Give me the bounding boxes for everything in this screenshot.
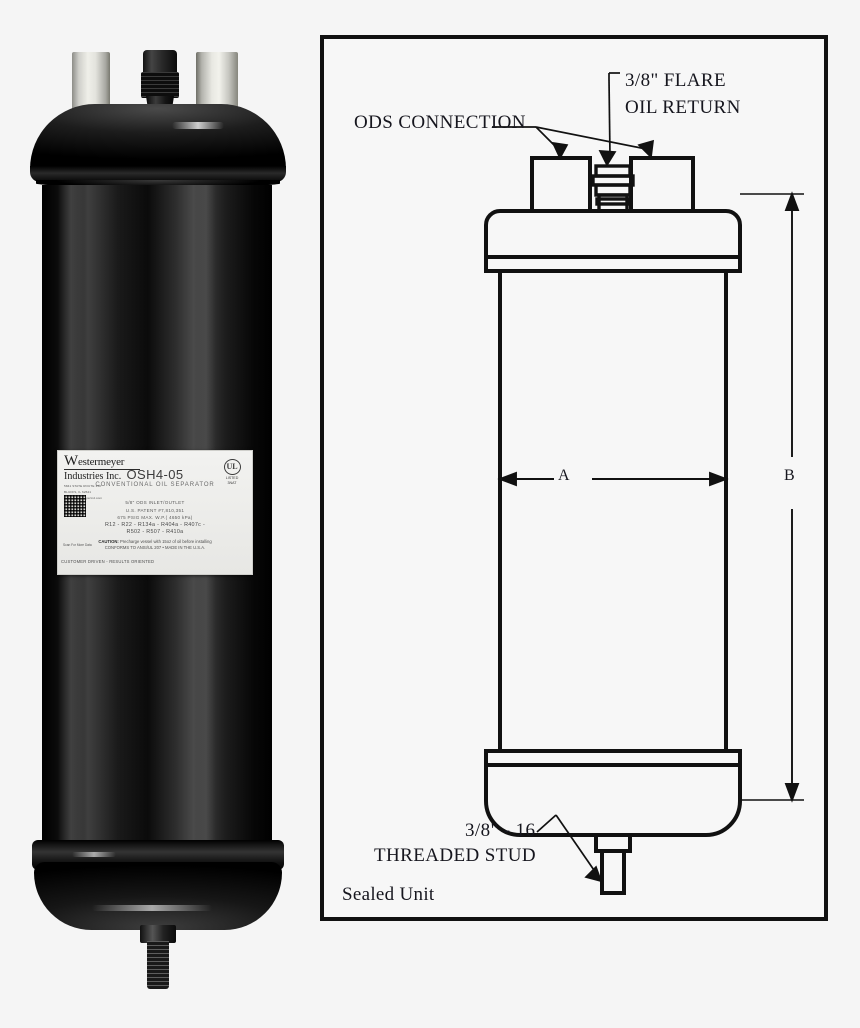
stud-hex-nut — [140, 925, 176, 943]
dimension-b-extensions — [740, 193, 804, 801]
qr-code-caption: Scan For More Data — [63, 543, 92, 547]
caution-line: CAUTION: Precharge vessel with 15oz of o… — [58, 539, 252, 545]
label-product-type: CONVENTIONAL OIL SEPARATOR — [95, 482, 215, 488]
brand-address-line2: BLUFFS, IL 62621 — [64, 490, 92, 495]
flare-threads-icon — [141, 72, 179, 98]
bottom-dome-cap — [34, 862, 282, 930]
label-specifications: 5/8" ODS INLET/OUTLET U.S. PATENT #7,810… — [58, 499, 252, 537]
product-photo: Westermeyer Industries Inc. 5841 STATE R… — [0, 0, 310, 1028]
flare-leader-line — [598, 72, 620, 167]
dimension-a-line — [497, 471, 729, 487]
top-cap-shape — [484, 209, 742, 259]
brand-name-line1: Westermeyer — [64, 453, 140, 470]
label-caution-block: CAUTION: Precharge vessel with 15oz of o… — [58, 539, 252, 552]
callout-flare-line2: OIL RETURN — [625, 97, 741, 118]
ul-code-text: 3NAT — [227, 481, 237, 486]
callout-ods-connection: ODS CONNECTION — [354, 112, 526, 133]
ul-listed-mark-icon: UL LISTED 3NAT — [219, 459, 245, 485]
conforms-line: CONFORMS TO ANSI/UL 207 • MADE IN THE U.… — [104, 545, 206, 551]
spec-ods-size: 5/8" ODS INLET/OUTLET — [125, 500, 185, 505]
product-label: Westermeyer Industries Inc. 5841 STATE R… — [57, 450, 253, 575]
top-weld-seam — [36, 180, 280, 187]
cap-highlight — [172, 122, 224, 129]
spec-refrigerants-2: R502 - R507 - R410a — [126, 529, 184, 536]
caution-text: Precharge vessel with 15oz of oil before… — [118, 539, 212, 544]
bottom-cap-highlight — [92, 905, 212, 911]
ul-ring: UL — [223, 459, 241, 475]
bottom-cap-band-shape — [484, 749, 742, 767]
ods-stub-right-shape — [629, 156, 695, 213]
label-tagline: CUSTOMER DRIVEN - RESULTS ORIENTED — [61, 559, 155, 564]
ul-listed-text: LISTED — [225, 476, 239, 480]
brand-name-rest: estermeyer — [77, 456, 125, 468]
flare-oil-return-shape — [591, 164, 635, 213]
callout-flare-oil-return: 3/8" FLARE OIL RETURN — [625, 67, 741, 121]
bottom-cap-shape — [484, 763, 742, 837]
spec-pressure: 675 PSIG MAX. W.P.( 4650 kPa) — [117, 515, 193, 521]
ods-outlet-stub-right — [196, 52, 238, 114]
drawing-svg — [484, 72, 804, 895]
bottom-band-highlight — [72, 852, 116, 857]
ods-inlet-stub-left — [72, 52, 110, 114]
dimension-label-a: A — [558, 467, 570, 484]
caution-keyword: CAUTION: — [98, 539, 119, 544]
callout-flare-line1: 3/8" FLARE — [625, 70, 726, 91]
stud-leader-line — [536, 814, 603, 883]
spec-patent: U.S. PATENT #7,810,351 — [125, 507, 185, 513]
dimension-b-line — [784, 191, 800, 803]
drawing-title: Sealed Unit — [342, 884, 435, 905]
qr-code-icon — [64, 495, 86, 517]
brand-name-line2: Industries Inc. — [64, 471, 122, 482]
threaded-stud-shape — [594, 833, 632, 895]
top-cap-rim — [30, 166, 286, 182]
spec-refrigerants-1: R12 - R22 - R134a - R404a - R407c - — [104, 521, 206, 528]
callout-stud-size: 3/8" - 16 — [465, 820, 536, 841]
ods-leader-lines — [492, 126, 655, 160]
engineering-drawing-frame: ODS CONNECTION 3/8" FLARE OIL RETURN 3/8"… — [320, 35, 828, 921]
dimension-label-b: B — [784, 467, 795, 484]
label-model-number: OSH4-05 — [126, 467, 184, 482]
top-cap-band-shape — [484, 255, 742, 273]
brand-address-line1: 5841 STATE ROUTE 150 — [64, 484, 101, 488]
callout-stud-label: THREADED STUD — [374, 845, 536, 866]
threaded-stud — [147, 941, 169, 989]
brand-dropcap: W — [64, 453, 78, 469]
ods-stub-left-shape — [530, 156, 592, 213]
